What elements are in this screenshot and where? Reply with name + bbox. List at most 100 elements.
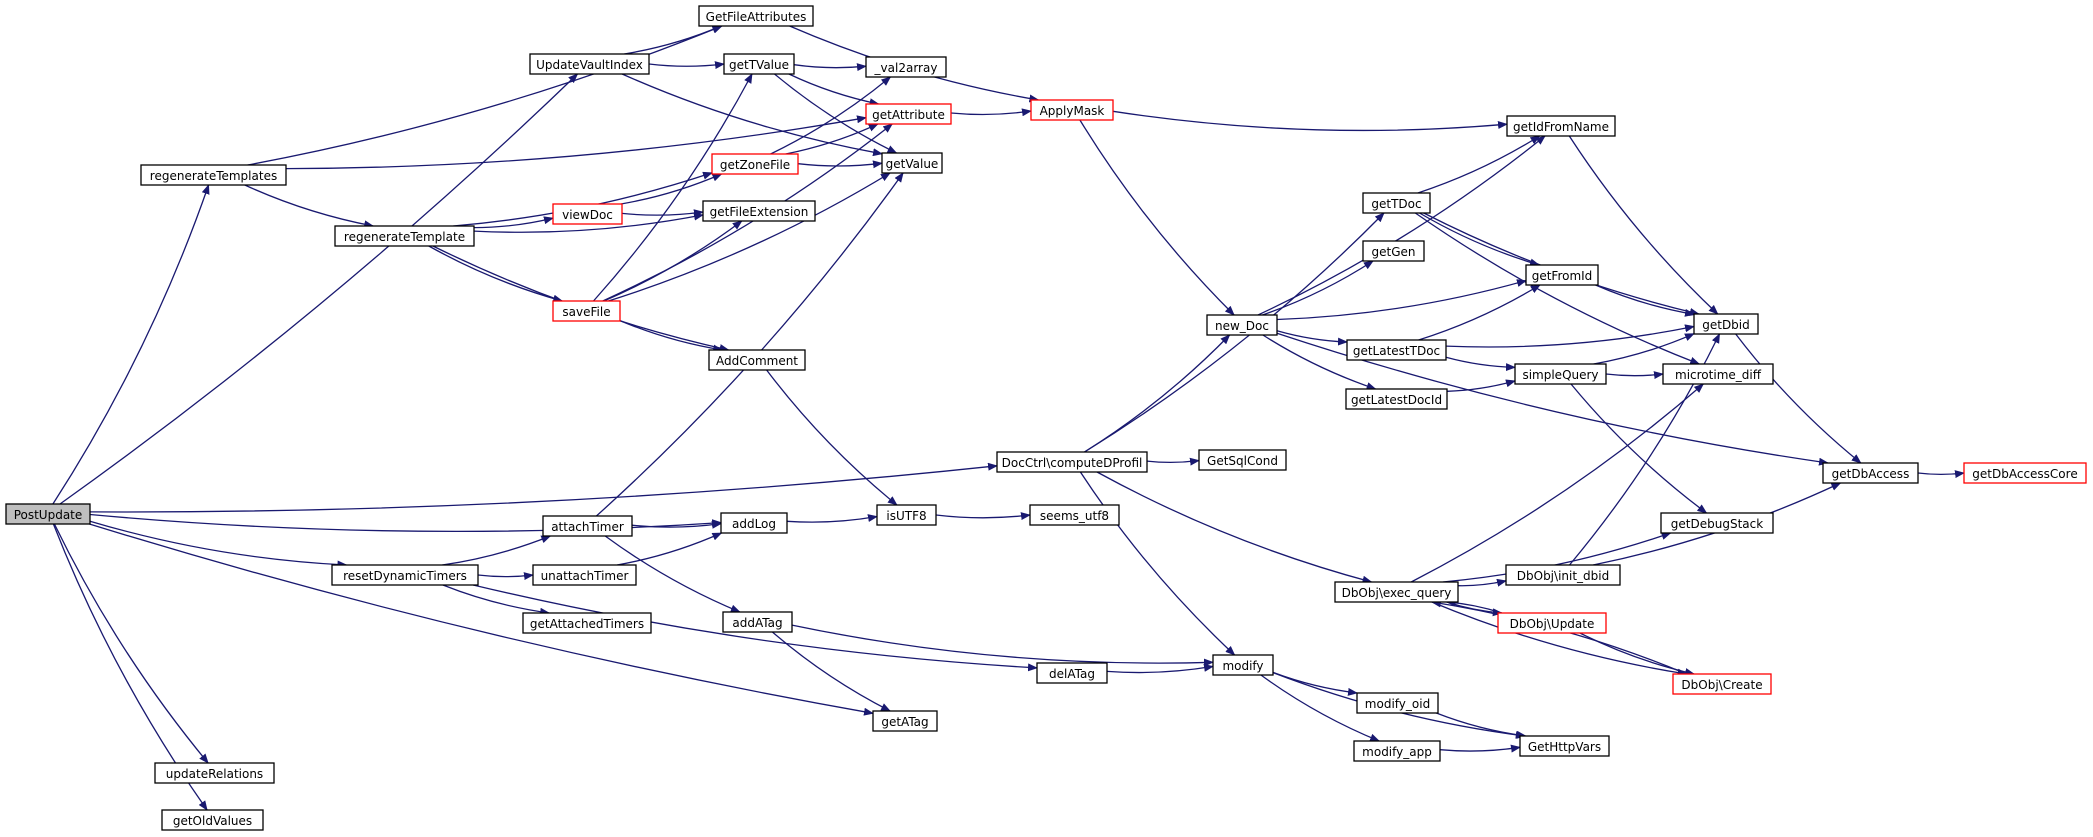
edge-getZoneFile-to-_val2array [770, 76, 892, 155]
node-label: DbObj\Update [1510, 617, 1595, 631]
node-getDebugStack[interactable]: getDebugStack [1660, 512, 1774, 534]
node-resetDynamicTimers[interactable]: resetDynamicTimers [331, 564, 479, 586]
node-new_Doc[interactable]: new_Doc [1206, 314, 1278, 336]
node-getTValue[interactable]: getTValue [723, 53, 795, 75]
node-getAttachedTimers[interactable]: getAttachedTimers [522, 612, 652, 634]
node-getDbAccessCore[interactable]: getDbAccessCore [1963, 462, 2087, 484]
node-addATag[interactable]: addATag [722, 611, 793, 633]
edge-getZoneFile-to-getValue [797, 160, 883, 169]
edge-computeDProfil-to-modify [1079, 471, 1236, 656]
node-exec_query[interactable]: DbObj\exec_query [1334, 581, 1459, 603]
edge-new_Doc-to-getGen [1262, 260, 1374, 316]
node-box [1362, 240, 1425, 262]
node-attachTimer[interactable]: attachTimer [542, 515, 633, 537]
node-modify_oid[interactable]: modify_oid [1356, 692, 1439, 714]
edge-getLatestTDoc-to-getDbid [1445, 324, 1695, 348]
node-getAttribute[interactable]: getAttribute [865, 103, 952, 125]
edge-getDbid-to-getDbAccess [1735, 333, 1862, 464]
edge-getIdFromName-to-getDbid [1568, 135, 1719, 315]
node-getIdFromName[interactable]: getIdFromName [1506, 115, 1616, 137]
edge-addATag-to-getATag [771, 631, 891, 712]
node-viewDoc[interactable]: viewDoc [552, 203, 623, 225]
node-getLatestDocId[interactable]: getLatestDocId [1345, 388, 1448, 410]
node-getGen[interactable]: getGen [1362, 240, 1425, 262]
node-label: addATag [732, 616, 782, 630]
edge-modify_oid-to-GetHttpVars [1436, 712, 1527, 739]
node-ApplyMask[interactable]: ApplyMask [1030, 99, 1114, 121]
node-AddComment[interactable]: AddComment [708, 349, 806, 371]
node-label: new_Doc [1215, 319, 1269, 333]
node-regenerateTemplates[interactable]: regenerateTemplates [140, 164, 287, 186]
node-addLog[interactable]: addLog [720, 512, 788, 534]
node-box [1506, 115, 1616, 137]
node-getValue[interactable]: getValue [881, 152, 943, 174]
node-unattachTimer[interactable]: unattachTimer [532, 564, 637, 586]
node-microtime_diff[interactable]: microtime_diff [1662, 363, 1774, 385]
node-getOldValues[interactable]: getOldValues [161, 809, 264, 831]
node-isUTF8[interactable]: isUTF8 [876, 504, 937, 526]
node-modify_app[interactable]: modify_app [1353, 740, 1441, 762]
node-regenerateTemplate[interactable]: regenerateTemplate [334, 225, 475, 247]
node-box [334, 225, 475, 247]
edge-PostUpdate-to-updateRelations [53, 523, 209, 764]
node-getLatestTDoc[interactable]: getLatestTDoc [1346, 339, 1447, 361]
edge-exec_query-to-getDebugStack [1442, 532, 1672, 583]
node-box [1505, 564, 1621, 586]
node-saveFile[interactable]: saveFile [552, 300, 621, 322]
node-_val2array[interactable]: _val2array [865, 56, 947, 78]
node-GetFileAttributes[interactable]: GetFileAttributes [698, 5, 814, 27]
edge-computeDProfil-to-exec_query [1096, 471, 1373, 584]
node-box [140, 164, 287, 186]
node-getZoneFile[interactable]: getZoneFile [711, 153, 799, 175]
node-getTDoc[interactable]: getTDoc [1362, 192, 1431, 214]
node-DbObjUpdate[interactable]: DbObj\Update [1497, 612, 1607, 634]
edge-simpleQuery-to-microtime_diff [1605, 371, 1664, 380]
node-UpdateVaultIndex[interactable]: UpdateVaultIndex [529, 53, 650, 75]
edge-PostUpdate-to-resetDynamicTimers [89, 520, 348, 569]
edge-PostUpdate-to-computeDProfil [89, 462, 998, 513]
node-label: getDebugStack [1671, 517, 1763, 531]
edge-ApplyMask-to-new_Doc [1079, 119, 1235, 316]
node-getFromId[interactable]: getFromId [1525, 264, 1599, 286]
edge-new_Doc-to-getFromId [1276, 279, 1527, 321]
node-seems_utf8[interactable]: seems_utf8 [1029, 504, 1120, 526]
edge-resetDynamicTimers-to-getAttachedTimers [442, 584, 551, 616]
node-DbObjCreate[interactable]: DbObj\Create [1672, 673, 1772, 695]
node-box [1525, 264, 1599, 286]
node-box [1030, 99, 1114, 121]
node-computeDProfil[interactable]: DocCtrl\computeDProfil [996, 451, 1148, 473]
edge-regenerateTemplate-to-getFileExtension [473, 212, 704, 233]
edge-unattachTimer-to-addLog [616, 532, 723, 566]
node-box [552, 300, 621, 322]
node-updateRelations[interactable]: updateRelations [154, 762, 275, 784]
node-getATag[interactable]: getATag [872, 710, 938, 732]
node-PostUpdate[interactable]: PostUpdate [5, 503, 91, 525]
edge-regenerateTemplates-to-regenerateTemplate [244, 184, 375, 229]
node-label: updateRelations [166, 767, 263, 781]
node-getFileExtension[interactable]: getFileExtension [702, 200, 816, 222]
edge-computeDProfil-to-new_Doc [1084, 334, 1231, 453]
node-init_dbid[interactable]: DbObj\init_dbid [1505, 564, 1621, 586]
node-label: resetDynamicTimers [343, 569, 467, 583]
node-GetHttpVars[interactable]: GetHttpVars [1519, 735, 1610, 757]
node-box [5, 503, 91, 525]
node-simpleQuery[interactable]: simpleQuery [1514, 363, 1607, 385]
node-modify[interactable]: modify [1212, 654, 1274, 676]
node-box [723, 53, 795, 75]
node-label: delATag [1049, 667, 1095, 681]
node-box [1519, 735, 1610, 757]
edge-UpdateVaultIndex-to-getValue [621, 73, 883, 157]
node-box [1662, 363, 1774, 385]
node-box [1514, 363, 1607, 385]
node-getDbAccess[interactable]: getDbAccess [1822, 462, 1919, 484]
node-GetSqlCond[interactable]: GetSqlCond [1198, 449, 1287, 471]
node-label: UpdateVaultIndex [536, 58, 643, 72]
node-label: getDbAccess [1832, 467, 1910, 481]
node-label: DbObj\exec_query [1342, 586, 1452, 600]
edge-new_Doc-to-getLatestDocId [1262, 334, 1377, 390]
edge-AddComment-to-isUTF8 [766, 369, 898, 506]
node-label: getGen [1372, 245, 1416, 259]
node-delATag[interactable]: delATag [1036, 662, 1108, 684]
node-getDbid[interactable]: getDbid [1693, 313, 1759, 335]
